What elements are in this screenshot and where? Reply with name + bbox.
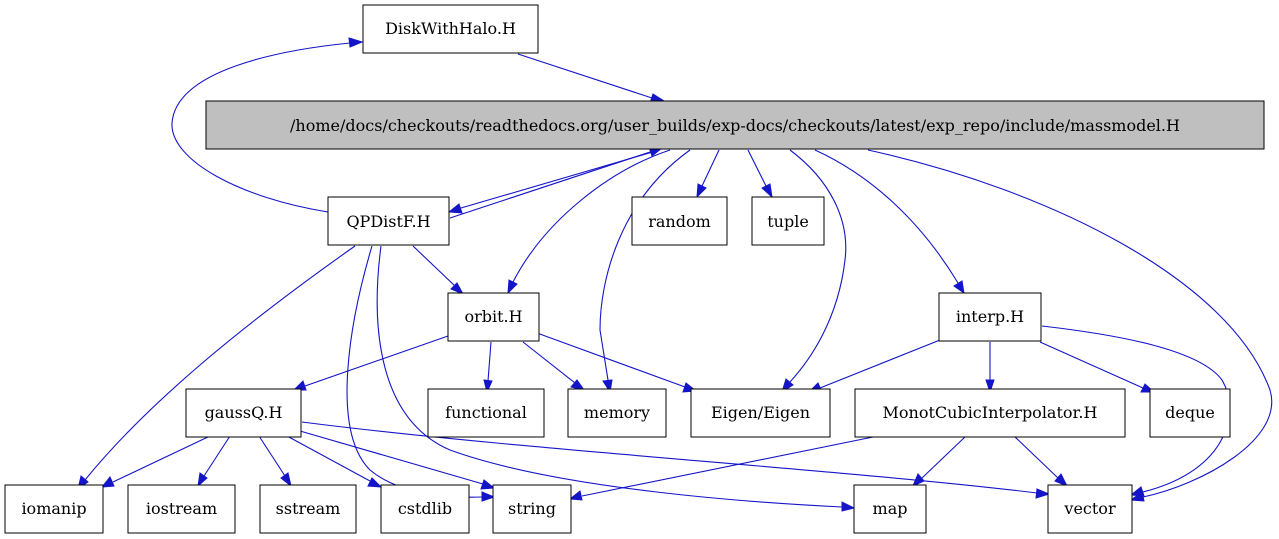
edge-interp-eigen — [819, 339, 941, 389]
edge-gaussq-string — [299, 430, 484, 485]
node-label: QPDistF.H — [346, 212, 430, 231]
node-string[interactable]: string — [492, 484, 572, 534]
edge-monotcubic-vector — [1013, 435, 1059, 479]
node-diskwithhalo[interactable]: DiskWithHalo.H — [362, 4, 539, 54]
node-label: string — [508, 499, 556, 518]
arrowhead — [841, 501, 856, 512]
arrowhead — [483, 379, 493, 394]
edge-qpdistf-string — [346, 245, 483, 498]
edge-gaussq-iomanip — [112, 435, 211, 483]
edge-massmodel-orbit — [512, 149, 671, 283]
edge-diskwithhalo-massmodel — [517, 53, 653, 99]
edge-interp-deque — [1039, 341, 1144, 389]
node-iomanip[interactable]: iomanip — [4, 484, 104, 534]
arrowhead — [100, 476, 115, 488]
arrowhead — [197, 472, 208, 488]
arrowhead — [1035, 488, 1051, 499]
node-vector[interactable]: vector — [1047, 484, 1133, 534]
node-sstream[interactable]: sstream — [259, 484, 357, 534]
node-massmodel[interactable]: /home/docs/checkouts/readthedocs.org/use… — [205, 100, 1265, 150]
node-eigen[interactable]: Eigen/Eigen — [690, 388, 831, 438]
arrowhead — [348, 37, 364, 48]
nodes: DiskWithHalo.H /home/docs/checkouts/read… — [4, 4, 1265, 534]
edge-monotcubic-map — [921, 435, 967, 479]
node-label: Eigen/Eigen — [711, 403, 810, 422]
edge-orbit-functional — [487, 341, 492, 382]
node-label: DiskWithHalo.H — [385, 19, 516, 38]
edge-orbit-memory — [522, 341, 576, 384]
edge-gaussq-iostream — [203, 435, 231, 477]
arrowhead — [696, 183, 707, 199]
edge-interp-vector — [1041, 325, 1230, 493]
arrowhead — [481, 491, 496, 502]
edges — [77, 37, 1273, 512]
node-label: memory — [584, 403, 650, 422]
node-label: MonotCubicInterpolator.H — [883, 403, 1098, 422]
arrowhead — [450, 282, 465, 296]
edge-gaussq-vector — [301, 421, 1038, 494]
node-label: map — [873, 499, 908, 518]
arrowhead — [1054, 473, 1069, 487]
node-memory[interactable]: memory — [567, 388, 667, 438]
edge-massmodel-interp — [814, 149, 959, 284]
arrowhead — [761, 183, 773, 199]
node-gaussq[interactable]: gaussQ.H — [185, 388, 302, 438]
node-random[interactable]: random — [631, 196, 728, 246]
node-label: functional — [445, 403, 527, 422]
arrowhead — [568, 490, 583, 501]
edge-massmodel-qpdistf — [460, 150, 657, 209]
node-label: tuple — [767, 212, 809, 231]
node-label: deque — [1165, 403, 1215, 422]
node-label: vector — [1063, 499, 1116, 518]
node-cstdlib[interactable]: cstdlib — [380, 484, 470, 534]
edge-qpdistf-map — [376, 245, 843, 508]
node-orbit[interactable]: orbit.H — [447, 292, 540, 342]
node-label: sstream — [276, 499, 341, 518]
arrowhead — [480, 479, 496, 490]
edge-qpdistf-orbit — [412, 245, 456, 287]
arrowhead — [507, 279, 518, 295]
node-label: interp.H — [956, 307, 1024, 326]
edge-qpdistf-iomanip — [84, 245, 356, 481]
node-label: orbit.H — [464, 307, 522, 326]
edge-qpdistf-diskwithhalo — [171, 42, 351, 213]
node-label: cstdlib — [398, 499, 452, 518]
arrowhead — [985, 379, 995, 394]
node-label: /home/docs/checkouts/readthedocs.org/use… — [290, 116, 1180, 135]
node-label: gaussQ.H — [205, 403, 283, 422]
edge-massmodel-memory — [599, 149, 691, 381]
node-label: random — [648, 212, 711, 231]
node-interp[interactable]: interp.H — [938, 292, 1042, 342]
node-qpdistf[interactable]: QPDistF.H — [327, 196, 450, 246]
node-tuple[interactable]: tuple — [751, 196, 825, 246]
arrowhead — [953, 280, 965, 295]
edge-massmodel-vector — [867, 149, 1273, 498]
edge-massmodel-eigen — [789, 149, 847, 383]
node-label: iostream — [146, 499, 217, 518]
edge-gaussq-cstdlib — [286, 435, 371, 482]
arrowhead — [912, 473, 925, 487]
edge-orbit-gaussq — [304, 335, 449, 387]
arrowhead — [280, 472, 292, 488]
edge-massmodel-random — [701, 149, 720, 187]
node-functional[interactable]: functional — [427, 388, 545, 438]
node-map[interactable]: map — [853, 484, 927, 534]
node-monotcubic[interactable]: MonotCubicInterpolator.H — [854, 388, 1126, 438]
node-deque[interactable]: deque — [1149, 388, 1231, 438]
edge-massmodel-tuple — [747, 149, 767, 187]
edge-monotcubic-string — [581, 435, 879, 497]
node-iostream[interactable]: iostream — [127, 484, 236, 534]
node-label: iomanip — [21, 499, 86, 518]
arrowhead — [1129, 486, 1145, 497]
arrowhead — [447, 203, 463, 214]
edge-gaussq-sstream — [258, 435, 286, 477]
arrowhead — [367, 477, 383, 488]
edge-orbit-eigen — [536, 332, 686, 388]
